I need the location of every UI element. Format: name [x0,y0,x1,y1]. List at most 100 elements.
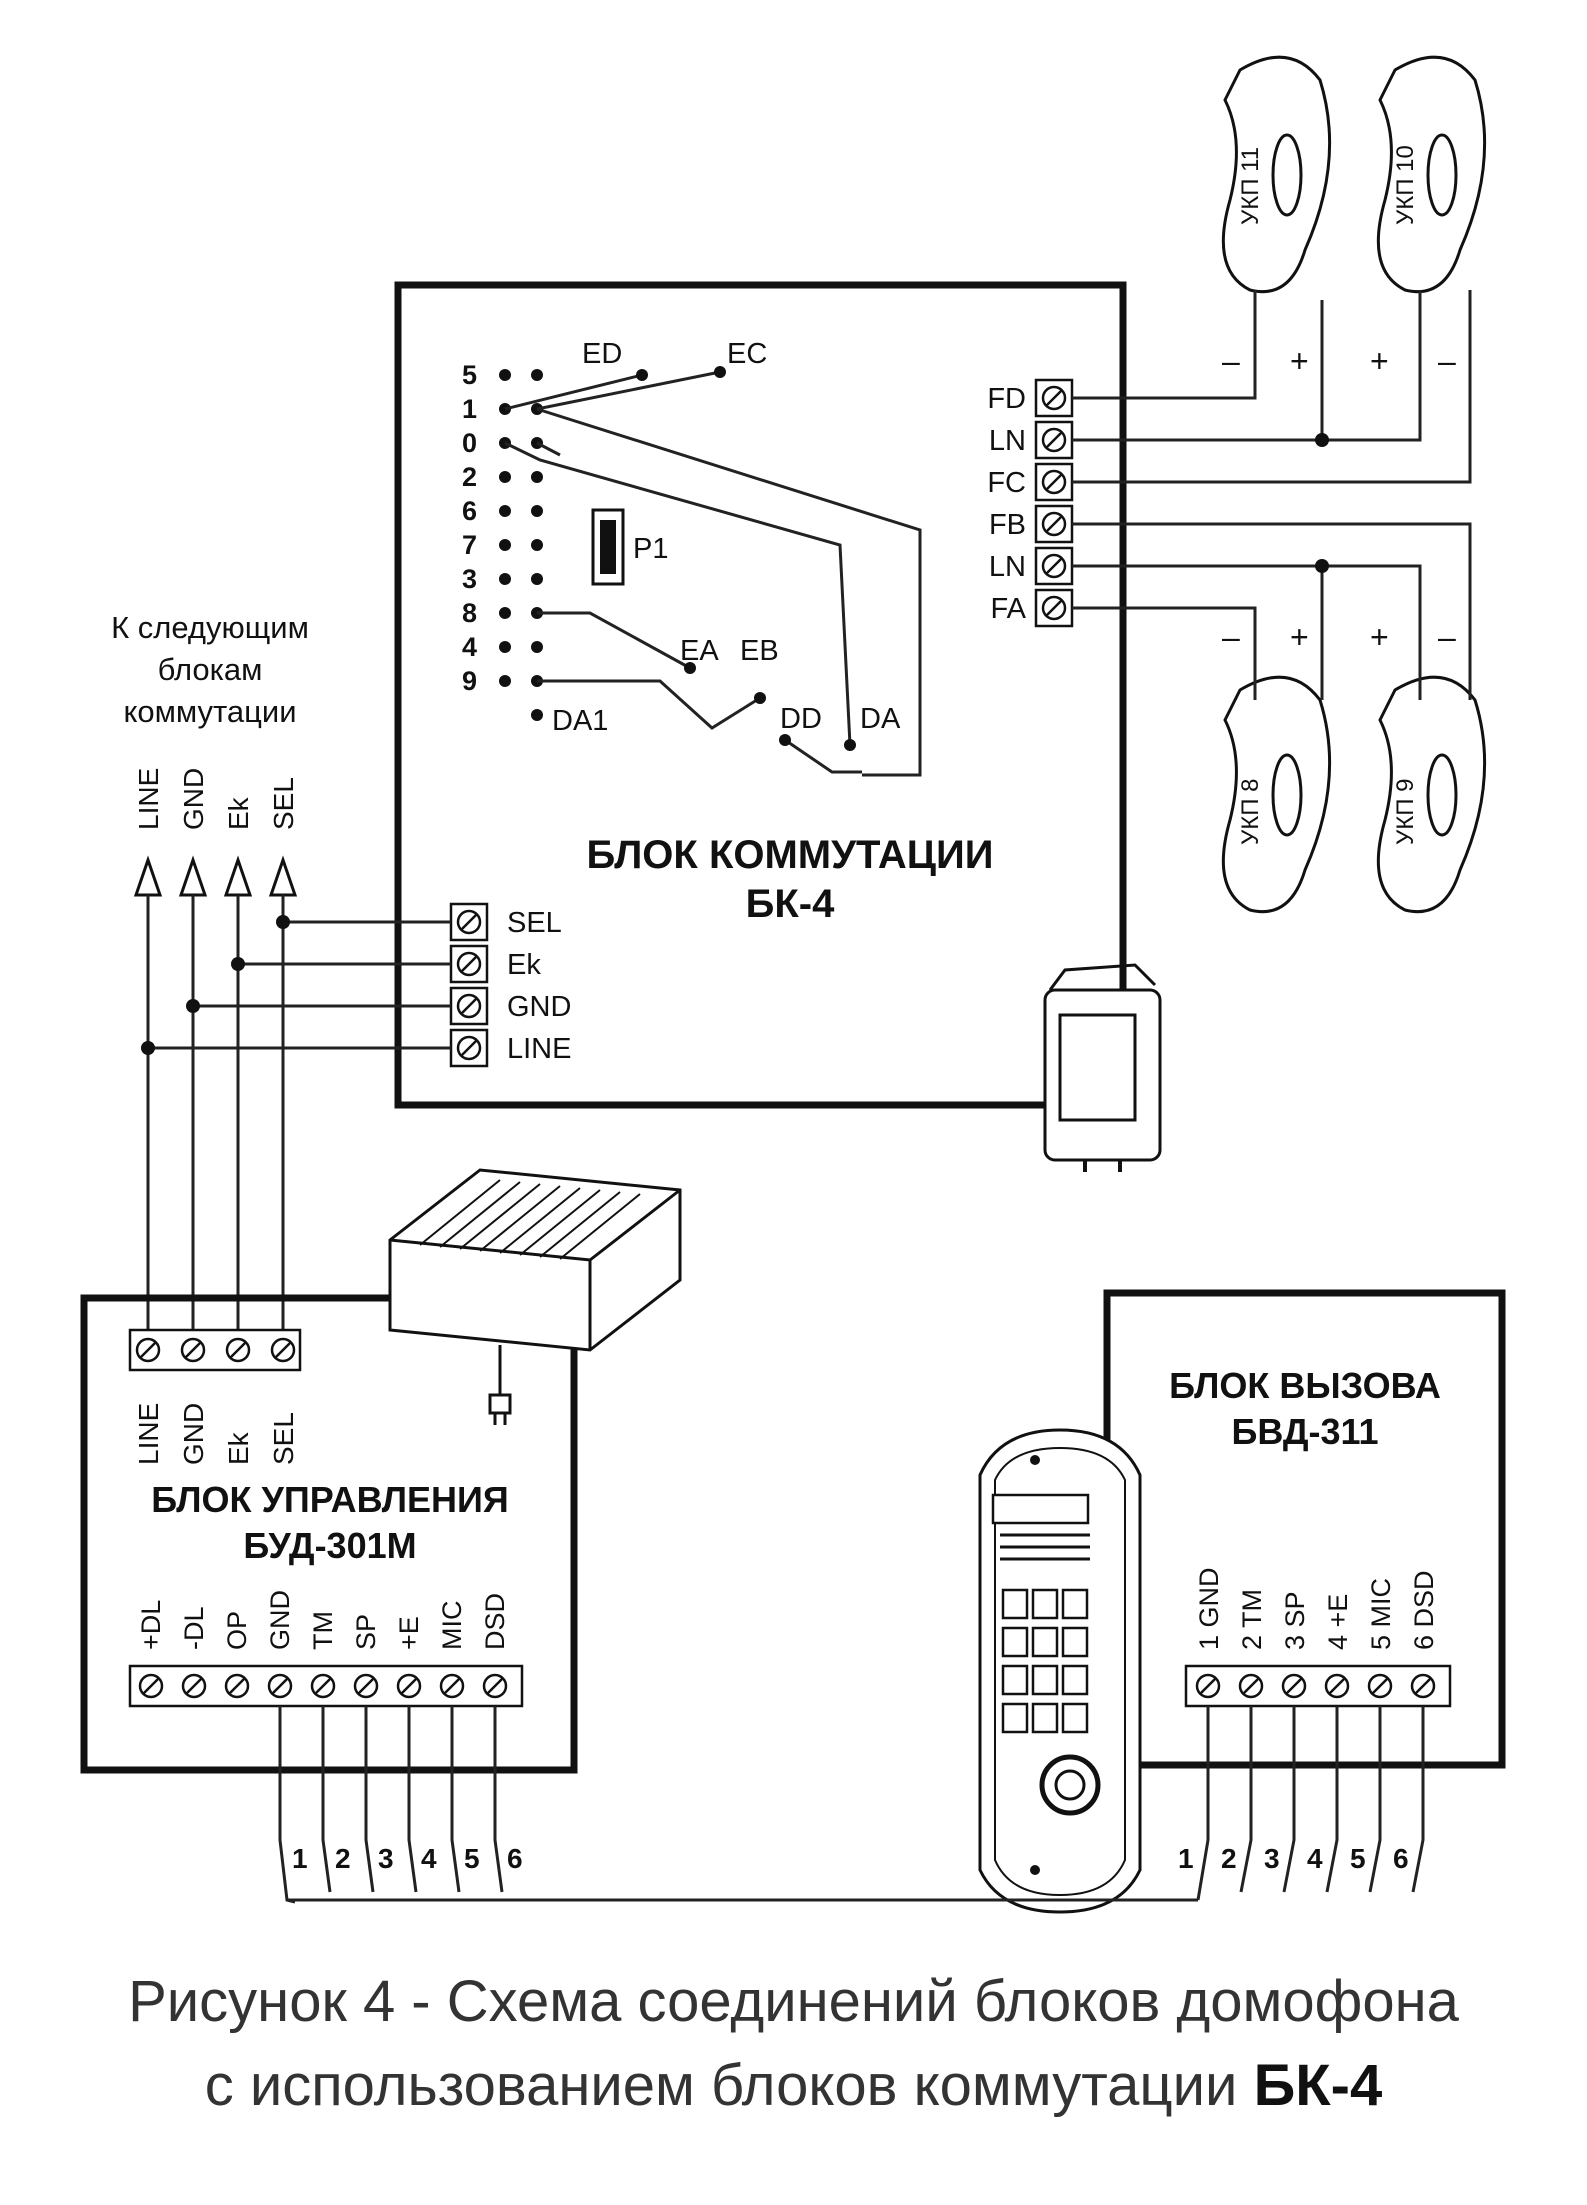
terminal-label: SEL [507,907,562,939]
next-blocks-label: блокам [158,652,263,687]
bus-signal-label: GND [178,768,209,830]
next-blocks-label: К следующим [111,610,309,645]
power-supply-pack [1043,963,1162,1172]
bus-arrows [133,855,298,897]
cable-number: 1 [292,1843,308,1874]
bud-model: БУД-301М [243,1525,416,1566]
bk4-row-label: 5 [462,360,477,390]
bk4-row-label: 7 [462,530,477,560]
bud-bottom-label: MIC [437,1601,467,1651]
bk4-left-terminal-block [449,902,489,1068]
call-panel-device [978,1428,1142,1914]
jumper-label-eb: EB [740,635,779,667]
jumper-ends [636,366,856,751]
bk4-row-label: 6 [462,496,477,526]
bud-bottom-label: DSD [480,1593,510,1650]
polarity-minus: – [1438,619,1456,655]
bud-title: БЛОК УПРАВЛЕНИЯ [151,1479,508,1520]
handset-ukp8: УКП 8 [1221,675,1332,914]
polarity-plus: + [1290,619,1309,655]
cable-number: 5 [1350,1843,1366,1874]
bud-bottom-label: GND [265,1590,295,1650]
interconnect-cable [278,1706,1425,1904]
pins [499,369,543,721]
terminal-label: Ek [507,949,541,981]
jumper-label-da: DA [860,703,901,735]
bvd-terminal-label: 1 GND [1194,1567,1224,1650]
jumper-label-ed: ED [582,338,622,370]
cable-number: 3 [1264,1843,1280,1874]
bud-top-terminal-block [128,1328,302,1372]
terminal-label: LINE [507,1033,571,1065]
terminal-label: LN [989,551,1026,583]
cable-number: 1 [1178,1843,1194,1874]
bk4-jumper-wires [504,370,922,777]
bk4-row-label: 4 [462,632,477,662]
caption-line-2: с использованием блоков коммутации БК-4 [0,2044,1587,2128]
cable-number: 2 [1221,1843,1237,1874]
bk4-model: БК-4 [746,882,835,926]
bus-signal-label: SEL [268,777,299,830]
bvd-model: БВД-311 [1231,1411,1378,1452]
cable-number: 4 [421,1843,437,1874]
terminal-label: LN [989,425,1026,457]
bus-signal-label: Ek [223,796,254,830]
bus-signal-label: LINE [133,768,164,830]
handset-label: УКП 8 [1237,779,1264,846]
cable-number: 5 [464,1843,480,1874]
bud-box [80,1294,578,1774]
bud-top-label: GND [178,1403,209,1465]
terminal-label: FB [989,509,1026,541]
bk4-row-label: 3 [462,564,477,594]
polarity-minus: – [1222,619,1240,655]
bvd-terminal-label: 2 TM [1237,1589,1267,1650]
wiring-diagram: 5 1 0 2 6 7 3 8 4 9 [80,55,1506,1914]
handset-label: УКП 9 [1392,779,1419,846]
bvd-terminal-block [1184,1664,1452,1708]
terminal-label: FD [987,383,1026,415]
bk4-box [394,281,1127,1109]
bvd-terminal-label: 3 SP [1280,1591,1310,1650]
bk4-pin-rows: 5 1 0 2 6 7 3 8 4 9 [462,360,543,721]
bud-top-label: LINE [133,1403,164,1465]
bvd-terminal-label: 4 +E [1323,1594,1353,1650]
caption-line-2-bold: БК-4 [1253,2053,1383,2118]
jumper-label-da1: DA1 [552,705,608,737]
jumper-label-dd: DD [780,703,822,735]
bvd-terminal-label: 6 DSD [1409,1570,1439,1650]
jumper-label-ec: EC [727,338,767,370]
caption-line-1: Рисунок 4 - Схема соединений блоков домо… [128,1969,1459,2034]
bus-wires [146,895,451,1330]
bud-bottom-terminal-block [128,1664,524,1708]
polarity-minus: – [1222,343,1240,379]
bud-bottom-label: -DL [179,1606,209,1650]
bk4-row-label: 2 [462,462,477,492]
next-blocks-label: коммутации [123,694,296,729]
handset-wires [1072,290,1472,700]
terminal-label: GND [507,991,571,1023]
bk4-row-label: 1 [462,394,477,424]
bk4-row-label: 8 [462,598,477,628]
handset-label: УКП 11 [1237,147,1264,225]
figure-caption: Рисунок 4 - Схема соединений блоков домо… [0,1960,1587,2128]
handset-ukp9: УКП 9 [1376,675,1487,914]
bud-bottom-label: +DL [136,1600,166,1650]
bk4-row-label: 0 [462,428,477,458]
caption-line-2-text: с использованием блоков коммутации [204,2053,1238,2118]
bud-bottom-label: SP [351,1614,381,1650]
polarity-plus: + [1290,343,1309,379]
bk4-right-terminal-block [1034,378,1074,628]
handset-label: УКП 10 [1392,145,1419,225]
bvd-title: БЛОК ВЫЗОВА [1169,1365,1441,1406]
cable-number: 6 [1393,1843,1409,1874]
jumper-label-ea: EA [680,635,719,667]
polarity-plus: + [1370,619,1389,655]
bud-top-label: Ek [223,1431,254,1465]
bud-bottom-label: +E [394,1616,424,1650]
polarity-plus: + [1370,343,1389,379]
bk4-title: БЛОК КОММУТАЦИИ [586,833,993,877]
bud-top-label: SEL [268,1412,299,1465]
polarity-minus: – [1438,343,1456,379]
cable-number: 4 [1307,1843,1323,1874]
